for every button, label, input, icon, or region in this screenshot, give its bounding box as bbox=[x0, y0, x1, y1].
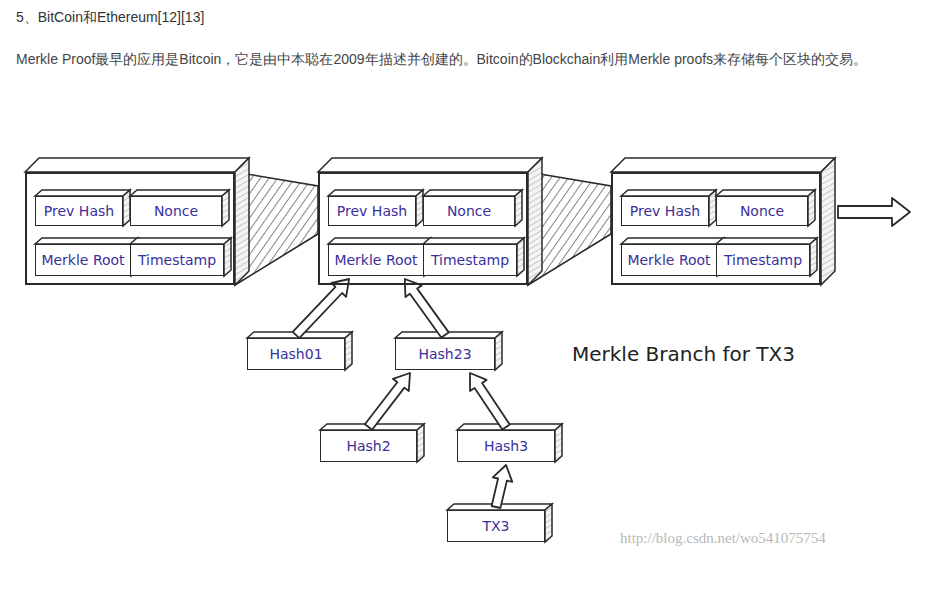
box-text: Nonce bbox=[740, 203, 784, 219]
box-side-face bbox=[528, 158, 542, 285]
box-text: Prev Hash bbox=[44, 203, 114, 219]
box-text: Hash3 bbox=[484, 438, 528, 454]
box-side-face bbox=[517, 238, 524, 276]
hash-box: Merkle Root bbox=[621, 244, 717, 276]
hash-box: Timestamp bbox=[423, 244, 517, 276]
paragraph-text: Merkle Proof最早的应用是Bitcoin，它是由中本聪在2009年描述… bbox=[16, 47, 911, 72]
hollow-arrow bbox=[470, 373, 510, 430]
box-side-face bbox=[555, 424, 562, 462]
hash-box: Hash01 bbox=[247, 338, 345, 370]
hash-box: TX3 bbox=[447, 510, 545, 542]
box-text: Merkle Root bbox=[334, 252, 417, 268]
box-side-face bbox=[417, 424, 424, 462]
hollow-arrow bbox=[492, 465, 513, 508]
block-frame: Prev Hash NonceMerkle Root Timestamp bbox=[318, 172, 528, 285]
hash-box: Nonce bbox=[130, 196, 222, 226]
box-text: TX3 bbox=[482, 518, 509, 534]
hash-box: Merkle Root bbox=[35, 244, 131, 276]
block-front bbox=[611, 172, 821, 285]
diagram-label: Merkle Branch for TX3 bbox=[572, 342, 795, 366]
box-side-face bbox=[515, 190, 522, 226]
page-heading: 5、BitCoin和Ethereum[12][13] bbox=[16, 9, 204, 27]
box-top-face bbox=[611, 158, 835, 172]
box-side-face bbox=[235, 158, 249, 285]
block-front bbox=[25, 172, 235, 285]
box-side-face bbox=[416, 190, 423, 226]
box-text: Merkle Root bbox=[41, 252, 124, 268]
chain-continue-arrow bbox=[838, 198, 910, 226]
box-text: Merkle Root bbox=[627, 252, 710, 268]
box-side-face bbox=[224, 238, 231, 276]
box-side-face bbox=[810, 238, 817, 276]
box-text: Timestamp bbox=[138, 252, 216, 268]
box-side-face bbox=[345, 332, 352, 370]
block-frame: Prev Hash NonceMerkle Root Timestamp bbox=[25, 172, 235, 285]
box-side-face bbox=[545, 504, 552, 542]
hash-box: Prev Hash bbox=[35, 196, 123, 226]
hollow-arrow bbox=[365, 373, 410, 430]
box-text: Timestamp bbox=[431, 252, 509, 268]
box-text: Timestamp bbox=[724, 252, 802, 268]
hollow-arrow bbox=[405, 279, 449, 338]
hash-box: Timestamp bbox=[716, 244, 810, 276]
block-frame: Prev Hash NonceMerkle Root Timestamp bbox=[611, 172, 821, 285]
hash-box: Timestamp bbox=[130, 244, 224, 276]
box-side-face bbox=[495, 332, 502, 370]
hash-box: Hash23 bbox=[395, 338, 495, 370]
box-text: Nonce bbox=[447, 203, 491, 219]
box-side-face bbox=[808, 190, 815, 226]
watermark: http://blog.csdn.net/wo541075754 bbox=[620, 530, 826, 547]
box-side-face bbox=[123, 190, 130, 226]
hash-box: Merkle Root bbox=[328, 244, 424, 276]
box-top-face bbox=[25, 158, 249, 172]
box-text: Hash2 bbox=[346, 438, 390, 454]
box-text: Prev Hash bbox=[337, 203, 407, 219]
hash-box: Nonce bbox=[423, 196, 515, 226]
box-text: Hash01 bbox=[269, 346, 322, 362]
box-text: Nonce bbox=[154, 203, 198, 219]
box-side-face bbox=[709, 190, 716, 226]
box-side-face bbox=[222, 190, 229, 226]
hash-box: Nonce bbox=[716, 196, 808, 226]
hash-box: Prev Hash bbox=[328, 196, 416, 226]
box-top-face bbox=[318, 158, 542, 172]
box-side-face bbox=[821, 158, 835, 285]
box-text: Hash23 bbox=[418, 346, 471, 362]
hash-box: Hash2 bbox=[320, 430, 417, 462]
hash-box: Prev Hash bbox=[621, 196, 709, 226]
box-text: Prev Hash bbox=[630, 203, 700, 219]
block-front bbox=[318, 172, 528, 285]
hash-box: Hash3 bbox=[457, 430, 555, 462]
hollow-arrow bbox=[293, 279, 349, 338]
